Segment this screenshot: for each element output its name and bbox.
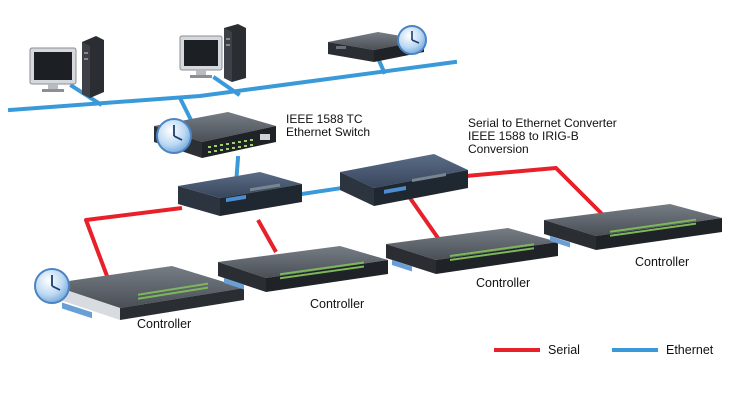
ethernet-hub-to-converter bbox=[299, 185, 345, 197]
clock-icon bbox=[34, 268, 70, 304]
tc-switch-label-line1: IEEE 1588 TC bbox=[286, 112, 363, 126]
serial-links bbox=[84, 166, 606, 285]
tc-switch-label-line2: Ethernet Switch bbox=[286, 125, 371, 139]
clock-icon bbox=[156, 118, 192, 154]
serial-link-controller-4 bbox=[465, 166, 606, 218]
controller-label: Controller bbox=[635, 255, 690, 269]
converter-label: Serial to Ethernet Converter IEEE 1588 t… bbox=[468, 117, 617, 156]
controller-device bbox=[544, 204, 722, 250]
converter-label-line2: IEEE 1588 to IRIG-B bbox=[468, 129, 579, 143]
controller-device bbox=[218, 246, 388, 292]
controller-device bbox=[386, 228, 558, 274]
converter-label-line1: Serial to Ethernet Converter bbox=[468, 116, 617, 130]
workstation-icon bbox=[179, 24, 246, 82]
serial-link-controller-3 bbox=[408, 196, 440, 240]
ethernet-links bbox=[7, 55, 458, 197]
serial-link-controller-1 bbox=[84, 206, 183, 285]
serial-link-controller-2 bbox=[256, 219, 278, 253]
controller-label: Controller bbox=[476, 276, 531, 290]
ethernet-drop-pc2 bbox=[212, 75, 241, 97]
legend-ethernet-label: Ethernet bbox=[666, 343, 714, 357]
serial-ethernet-converter bbox=[340, 154, 468, 206]
workstation-icon bbox=[29, 36, 104, 98]
ethernet-gateway bbox=[178, 172, 302, 216]
controller-label: Controller bbox=[137, 317, 192, 331]
ethernet-backbone bbox=[7, 59, 458, 113]
converter-label-line3: Conversion bbox=[468, 142, 529, 156]
ethernet-backbone-to-switch bbox=[177, 95, 193, 121]
controller-label: Controller bbox=[310, 297, 365, 311]
clock-icon bbox=[397, 25, 427, 55]
legend-serial-label: Serial bbox=[548, 343, 580, 357]
controller-device bbox=[48, 266, 244, 320]
tc-switch-label: IEEE 1588 TC Ethernet Switch bbox=[286, 113, 370, 139]
